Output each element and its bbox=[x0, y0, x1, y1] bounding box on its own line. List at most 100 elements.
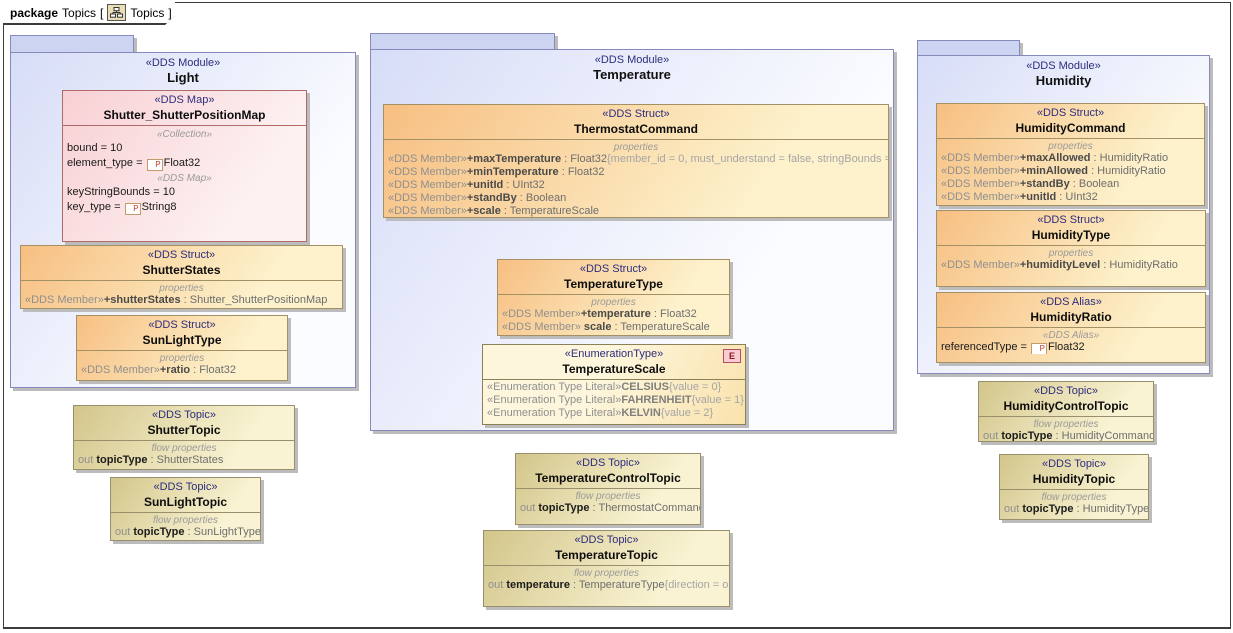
stereotype-label: «DDS Topic» bbox=[153, 481, 218, 493]
stereotype-line: «DDS Struct» bbox=[23, 249, 340, 262]
compartment-label: flow properties bbox=[152, 515, 219, 526]
package-diagram-icon bbox=[107, 4, 126, 21]
text-line: «DDS Member»+standBy : Boolean bbox=[941, 178, 1120, 190]
compartment: properties«DDS Member»+ratio : Float32 bbox=[77, 350, 287, 379]
compartment-label: «DDS Alias» bbox=[1042, 330, 1100, 341]
stereotype-line: «DDS Topic» bbox=[76, 409, 292, 422]
compartment-label: flow properties bbox=[1033, 419, 1099, 430]
classifier-name: HumidityControlTopic bbox=[1003, 399, 1129, 413]
compartment-label: flow properties bbox=[1041, 492, 1107, 503]
frame-title: Topics bbox=[62, 5, 97, 20]
text-line: out topicType : HumidityType bbox=[1004, 503, 1148, 515]
classifier-header: «DDS Topic» HumidityControlTopic bbox=[979, 382, 1153, 416]
compartment: properties«DDS Member»+maxAllowed : Humi… bbox=[937, 138, 1204, 205]
stereotype-label: «DDS Module» bbox=[594, 54, 670, 66]
stereotype-label: «DDS Struct» bbox=[1036, 107, 1105, 119]
classifier-header: «DDS Struct»TemperatureType bbox=[498, 260, 729, 294]
stereotype-label: «DDS Module» bbox=[145, 57, 221, 69]
text-line: «DDS Member»+ratio : Float32 bbox=[81, 364, 236, 376]
classifier-name: ShutterTopic bbox=[147, 423, 221, 437]
text-line: out topicType : SunLightType bbox=[115, 526, 260, 538]
name-line: ThermostatCommand bbox=[386, 121, 886, 137]
classifier-name: TemperatureTopic bbox=[555, 548, 658, 562]
value-type-icon: P bbox=[1030, 343, 1047, 354]
name-line: TemperatureControlTopic bbox=[518, 470, 698, 486]
topic-temperaturecontroltopic[interactable]: «DDS Topic» TemperatureControlTopic flow p… bbox=[515, 453, 701, 525]
classifier-name: SunLightType bbox=[142, 333, 222, 347]
stereotype-line: «DDS Topic» bbox=[518, 457, 698, 470]
text-line: out topicType : HumidityCommand bbox=[983, 430, 1153, 442]
classifier-header: «DDS Topic»TemperatureTopic bbox=[484, 531, 729, 565]
text-line: keyStringBounds = 10 bbox=[67, 186, 175, 198]
compartment-label: properties bbox=[591, 297, 636, 308]
text-line: «DDS Member»+unitId : UInt32 bbox=[388, 179, 545, 191]
classifier-header: «DDS Struct»HumidityType bbox=[937, 211, 1205, 245]
classifier-name: TemperatureControlTopic bbox=[535, 471, 681, 485]
text-line: bound = 10 bbox=[67, 142, 123, 154]
stereotype-label: «DDS Topic» bbox=[1034, 385, 1098, 397]
stereotype-line: «DDS Struct» bbox=[939, 214, 1203, 227]
text-line: «DDS Member»+shutterStates : Shutter_Shu… bbox=[25, 294, 328, 306]
name-line: HumidityTopic bbox=[1002, 471, 1146, 487]
classifier-name: Shutter_ShutterPositionMap bbox=[103, 108, 266, 122]
classifier-name: TemperatureScale bbox=[562, 362, 666, 376]
classifier-name: HumidityRatio bbox=[1030, 310, 1112, 324]
frame-header[interactable]: package Topics [ Topics ] bbox=[3, 2, 175, 25]
classifier-header: «DDS Alias»HumidityRatio bbox=[937, 293, 1205, 327]
compartment-label: flow properties bbox=[575, 491, 641, 502]
stereotype-line: «DDS Topic» bbox=[1002, 458, 1146, 471]
compartment: properties«DDS Member»+temperature : Flo… bbox=[498, 294, 729, 335]
stereotype-label: «DDS Struct» bbox=[602, 108, 670, 120]
stereotype-line: «DDS Alias» bbox=[939, 296, 1203, 309]
stereotype-line: «DDS Struct» bbox=[79, 319, 285, 332]
classifier-header: «EnumerationType»TemperatureScale bbox=[483, 345, 745, 379]
struct-sunlighttype[interactable]: «DDS Struct»SunLightType properties«DDS M… bbox=[76, 315, 288, 381]
frame-diagram-name: Topics bbox=[130, 5, 165, 20]
alias-humidityratio[interactable]: «DDS Alias»HumidityRatio«DDS Alias»refer… bbox=[936, 292, 1206, 363]
compartment-label: properties bbox=[613, 142, 659, 153]
text-line: «Enumeration Type Literal»KELVIN{value =… bbox=[487, 407, 714, 419]
text-line: «DDS Member»+maxAllowed : HumidityRatio bbox=[941, 152, 1169, 164]
text-line: out topicType : ThermostatCommand bbox=[520, 502, 700, 514]
map-shutter-shutterpositionmap[interactable]: «DDS Map»Shutter_ShutterPositionMap«Coll… bbox=[62, 90, 307, 242]
name-line: HumidityControlTopic bbox=[981, 398, 1151, 414]
stereotype-line: «DDS Struct» bbox=[500, 263, 727, 276]
text-line: «DDS Member»+maxTemperature : Float32{me… bbox=[388, 153, 888, 165]
name-line: TemperatureScale bbox=[485, 361, 743, 377]
stereotype-label: «DDS Struct» bbox=[1037, 214, 1105, 226]
name-line: TemperatureType bbox=[500, 276, 727, 292]
text-line: «Enumeration Type Literal»CELSIUS{value … bbox=[487, 381, 722, 393]
classifier-name: HumidityTopic bbox=[1032, 472, 1116, 486]
stereotype-label: «DDS Topic» bbox=[576, 457, 640, 469]
classifier-header: «DDS Map»Shutter_ShutterPositionMap bbox=[63, 91, 306, 125]
name-line: ShutterStates bbox=[23, 262, 340, 278]
module-name: Temperature bbox=[593, 67, 671, 82]
text-line: «DDS Member»+minTemperature : Float32 bbox=[388, 166, 605, 178]
classifier-name: ShutterStates bbox=[142, 263, 221, 277]
enumeration-icon: E bbox=[723, 349, 741, 363]
text-line: «Enumeration Type Literal»FAHRENHEIT{val… bbox=[487, 394, 744, 406]
topic-humiditycontroltopic[interactable]: «DDS Topic» HumidityControlTopic flow prop… bbox=[978, 381, 1154, 442]
stereotype-line: «EnumerationType» bbox=[485, 348, 743, 361]
compartment: properties«DDS Member»+maxTemperature : … bbox=[384, 139, 888, 217]
classifier-header: «DDS Struct»ShutterStates bbox=[21, 246, 342, 280]
text-line: out temperature : TemperatureType{direct… bbox=[488, 579, 729, 591]
